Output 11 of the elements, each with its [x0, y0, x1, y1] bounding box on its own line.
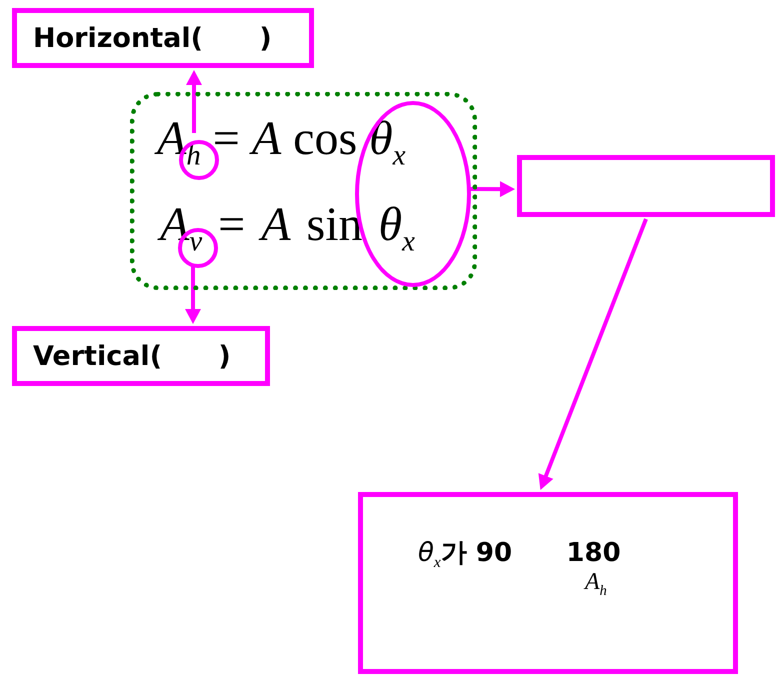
arrow: [538, 218, 648, 490]
arrow: [186, 70, 202, 133]
label-box: [12, 8, 314, 68]
note-box: [358, 492, 738, 674]
dotted-frame: [130, 92, 477, 290]
arrow: [185, 265, 201, 324]
label-box: [12, 326, 270, 386]
label-text: Vertical( ): [33, 341, 231, 372]
arrow: [468, 181, 515, 198]
label-text: Horizontal( ): [33, 23, 272, 54]
empty-box: [517, 155, 775, 217]
